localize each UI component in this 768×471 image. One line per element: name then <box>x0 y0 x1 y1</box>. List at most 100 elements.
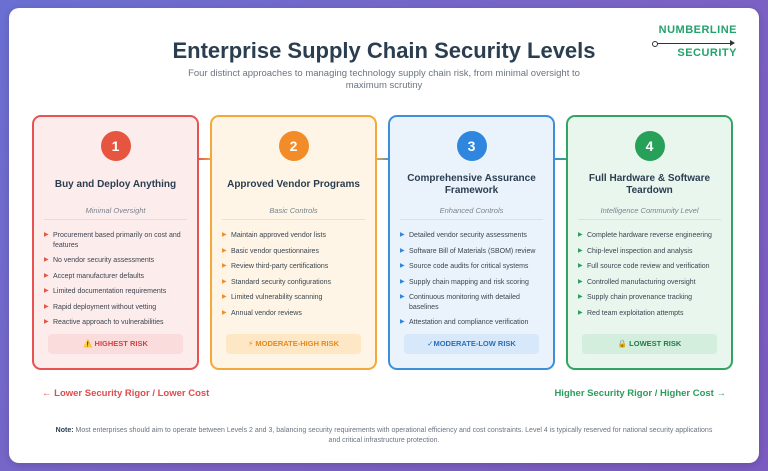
list-item: ▶ Red team exploitation attempts <box>578 309 723 319</box>
bullet-arrow-icon: ▶ <box>400 278 405 285</box>
list-item-text: No vendor security assessments <box>53 257 155 264</box>
list-item-text: Attestation and compliance verification <box>409 319 529 326</box>
list-item: ▶ Review third-party certifications <box>222 262 367 272</box>
bullet-arrow-icon: ▶ <box>222 247 227 254</box>
divider <box>222 219 365 220</box>
list-item-text: Basic vendor questionnaires <box>231 247 319 255</box>
bullet-arrow-icon: ▶ <box>222 278 227 285</box>
bullet-arrow-icon: ▶ <box>44 257 49 263</box>
list-item: ▶ Supply chain provenance tracking <box>578 293 723 303</box>
level-number-badge: 3 <box>456 131 487 161</box>
axis-label-lower: ← Lower Security Rigor / Lower Cost <box>42 388 210 399</box>
bullet-arrow-icon: ▶ <box>400 319 405 325</box>
bullet-arrow-icon: ▶ <box>44 319 49 325</box>
numberline-security-logo: NUMBERLINE SECURITY <box>649 24 737 59</box>
list-item: ▶Chip-level inspection and analysis <box>578 247 723 257</box>
list-item: ▶ Limited vulnerability scanning <box>222 293 367 303</box>
list-item-text: Controlled manufacturing oversight <box>587 278 696 286</box>
bullet-arrow-icon: ▶ <box>400 294 405 300</box>
list-item: ▶Full source code review and verificatio… <box>578 262 723 272</box>
bullet-arrow-icon: ▶ <box>44 272 49 279</box>
level-item-list: ▶ Maintain approved vendor lists ▶ Basic v… <box>222 231 367 324</box>
level-card-4: 4 Full Hardware & Software Teardown Inte… <box>566 115 733 370</box>
list-item: ▶ Supply chain mapping and risk scoring <box>400 278 545 288</box>
bullet-arrow-icon: ▶ <box>44 303 49 310</box>
risk-badge: ⚡ MODERATE-HIGH RISK <box>226 334 361 354</box>
level-subtitle: Enhanced Controls <box>439 206 504 215</box>
list-item: ▶ Controlled manufacturing oversight <box>578 278 723 288</box>
logo-line2: SECURITY <box>677 47 737 59</box>
list-item: ▶Complete hardware reverse engineering <box>578 231 723 241</box>
bullet-arrow-icon: ▶ <box>222 294 227 300</box>
main-card: NUMBERLINE SECURITY Enterprise Supply Ch… <box>9 8 759 463</box>
list-item: ▶ Maintain approved vendor lists <box>222 231 367 241</box>
list-item: ▶Procurement based primarily on cost and… <box>44 231 189 250</box>
list-item-text: Standard security configurations <box>231 278 331 286</box>
numberline-icon <box>652 40 735 47</box>
risk-badge-label: MODERATE-HIGH RISK <box>255 339 339 348</box>
list-item: ▶ Source code audits for critical systems <box>400 262 545 272</box>
list-item-text: Review third-party certifications <box>231 263 329 270</box>
level-item-list: ▶Detailed vendor security assessments ▶ S… <box>400 231 545 334</box>
list-item-text: Supply chain provenance tracking <box>587 294 693 301</box>
risk-badge-label: LOWEST RISK <box>629 339 682 348</box>
bullet-arrow-icon: ▶ <box>578 278 583 285</box>
list-item: ▶ Limited documentation requirements <box>44 287 189 297</box>
level-item-list: ▶ Procurement based primarily on cost and… <box>44 231 189 334</box>
connector-3-4 <box>554 158 568 160</box>
list-item: ▶ Attestation and compliance verification <box>400 318 545 328</box>
bullet-arrow-icon: ▶ <box>222 263 227 269</box>
list-item: ▶Continuous monitoring with detailed bas… <box>400 293 545 312</box>
list-item-text: Annual vendor reviews <box>231 309 302 317</box>
list-item: ▶Detailed vendor security assessments <box>400 231 545 241</box>
level-number-badge: 4 <box>634 131 665 161</box>
bullet-arrow-icon: ▶ <box>400 263 405 269</box>
level-card-1: 1 Buy and Deploy Anything Minimal Oversi… <box>32 115 199 370</box>
list-item-text: Accept manufacturer defaults <box>53 272 145 280</box>
bullet-arrow-icon: ▶ <box>578 309 583 316</box>
divider <box>578 219 721 220</box>
list-item-text: Source code audits for critical systems <box>409 263 529 270</box>
list-item-text: Procurement based primarily on cost and … <box>53 232 181 249</box>
risk-badge-label: MODERATE-LOW RISK <box>433 339 516 348</box>
divider <box>400 219 543 220</box>
list-item: ▶Rapid deployment without vetting <box>44 303 189 313</box>
logo-line1: NUMBERLINE <box>658 24 737 36</box>
bullet-arrow-icon: ▶ <box>578 247 583 254</box>
bullet-arrow-icon: ▶ <box>400 232 405 238</box>
connector-1-2 <box>198 158 212 160</box>
warning-icon: ⚠️ <box>83 339 93 348</box>
bullet-arrow-icon: ▶ <box>578 232 583 238</box>
risk-badge-label: HIGHEST RISK <box>94 339 148 348</box>
lightning-icon: ⚡ <box>248 339 254 348</box>
risk-badge: ✓MODERATE-LOW RISK <box>404 334 539 354</box>
list-item: ▶ Accept manufacturer defaults <box>44 272 189 282</box>
level-subtitle: Intelligence Community Level <box>600 206 699 215</box>
axis-label-higher: Higher Security Rigor / Higher Cost → <box>554 388 726 399</box>
bullet-arrow-icon: ▶ <box>44 288 49 294</box>
list-item-text: Software Bill of Materials (SBOM) review <box>409 247 536 255</box>
bullet-arrow-icon: ▶ <box>222 232 227 238</box>
level-title: Approved Vendor Programs <box>227 179 360 190</box>
footnote-text: Most enterprises should aim to operate b… <box>73 427 713 444</box>
level-title: Full Hardware & Software Teardown <box>588 173 711 196</box>
list-item: ▶ Basic vendor questionnaires <box>222 247 367 257</box>
bullet-arrow-icon: ▶ <box>578 294 583 300</box>
list-item: ▶Reactive approach to vulnerabilities <box>44 318 189 328</box>
level-number-badge: 1 <box>100 131 131 161</box>
bullet-arrow-icon: ▶ <box>578 263 583 269</box>
list-item-text: Limited documentation requirements <box>53 288 167 295</box>
list-item-text: Red team exploitation attempts <box>587 309 684 317</box>
footnote: Note: Most enterprises should aim to ope… <box>49 426 719 446</box>
list-item-text: Limited vulnerability scanning <box>231 294 323 301</box>
list-item: ▶ No vendor security assessments <box>44 256 189 266</box>
level-number-badge: 2 <box>278 131 309 161</box>
page-title: Enterprise Supply Chain Security Levels <box>172 38 596 63</box>
footnote-label: Note: <box>55 427 74 434</box>
level-card-3: 3 Comprehensive Assurance Framework Enha… <box>388 115 555 370</box>
connector-2-3 <box>376 158 390 160</box>
list-item-text: Supply chain mapping and risk scoring <box>409 278 529 286</box>
level-subtitle: Minimal Oversight <box>85 206 146 215</box>
list-item-text: Maintain approved vendor lists <box>231 232 326 239</box>
checkmark-icon: ✓ <box>427 339 434 348</box>
